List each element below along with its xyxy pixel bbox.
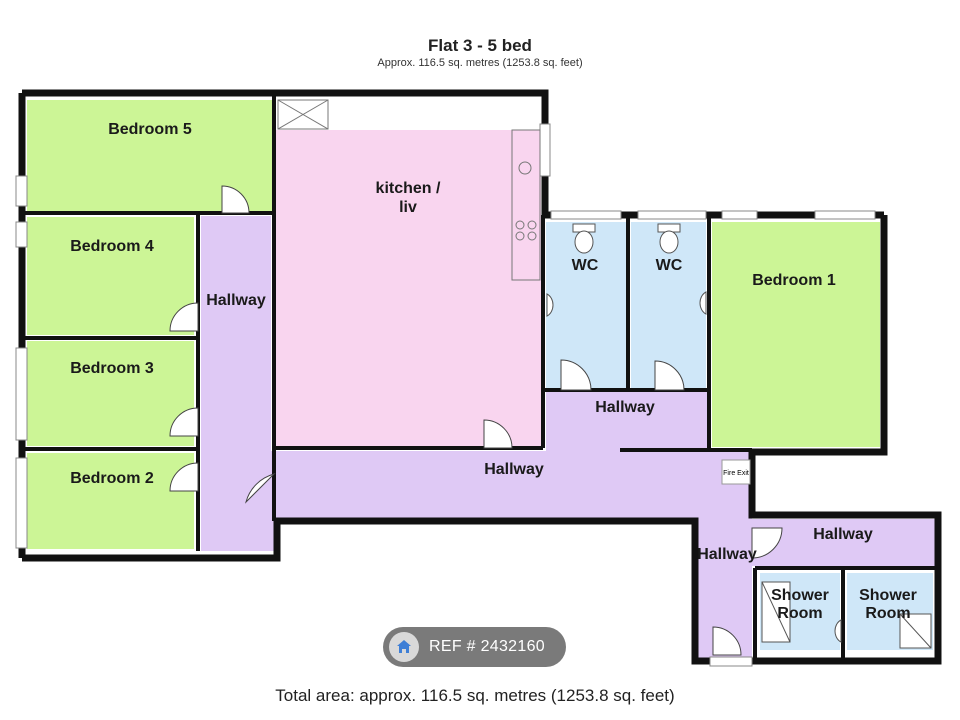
label-hallway-main: Hallway bbox=[484, 461, 544, 478]
label-hallway-top-right: Hallway bbox=[595, 399, 655, 416]
fire-exit-sign bbox=[721, 459, 751, 485]
reference-text: REF # 2432160 bbox=[429, 638, 545, 655]
label-shower-2-line-1: Shower bbox=[859, 587, 917, 604]
inner-walls bbox=[22, 93, 938, 661]
label-bedroom-1: Bedroom 1 bbox=[752, 272, 836, 289]
label-wc-2: WC bbox=[656, 257, 683, 274]
label-bedroom-3: Bedroom 3 bbox=[70, 360, 154, 377]
label-wc-1: WC bbox=[572, 257, 599, 274]
home-icon bbox=[389, 632, 419, 662]
reference-badge: REF # 2432160 bbox=[383, 627, 566, 667]
door-swings bbox=[169, 185, 783, 656]
plan-subtitle: Approx. 116.5 sq. metres (1253.8 sq. fee… bbox=[377, 57, 583, 69]
fire-exit-label: Fire Exit bbox=[723, 470, 749, 477]
label-hallway-left: Hallway bbox=[206, 292, 266, 309]
label-kitchen-line-2: liv bbox=[399, 199, 417, 216]
room-fill-bedroom-3 bbox=[27, 341, 194, 446]
label-hallway-lower-right: Hallway bbox=[813, 526, 873, 543]
total-area: Total area: approx. 116.5 sq. metres (12… bbox=[275, 686, 675, 705]
room-fill-kitchen bbox=[276, 130, 541, 446]
room-fill-bedroom-2 bbox=[27, 453, 194, 549]
label-hallway-vertical: Hallway bbox=[697, 546, 757, 563]
label-kitchen-line-1: kitchen / bbox=[376, 180, 441, 197]
plan-title: Flat 3 - 5 bed bbox=[428, 36, 532, 55]
label-bedroom-2: Bedroom 2 bbox=[70, 470, 154, 487]
label-shower-2-line-2: Room bbox=[865, 605, 910, 622]
label-bedroom-5: Bedroom 5 bbox=[108, 121, 192, 138]
kitchen-units bbox=[277, 99, 541, 281]
room-fill-bedroom-1 bbox=[712, 222, 880, 447]
room-fill-bedroom-4 bbox=[27, 217, 194, 335]
label-shower-1-line-1: Shower bbox=[771, 587, 829, 604]
sanitary-fixtures bbox=[546, 223, 932, 649]
windows bbox=[15, 123, 876, 667]
label-bedroom-4: Bedroom 4 bbox=[70, 238, 154, 255]
label-shower-1-line-2: Room bbox=[777, 605, 822, 622]
